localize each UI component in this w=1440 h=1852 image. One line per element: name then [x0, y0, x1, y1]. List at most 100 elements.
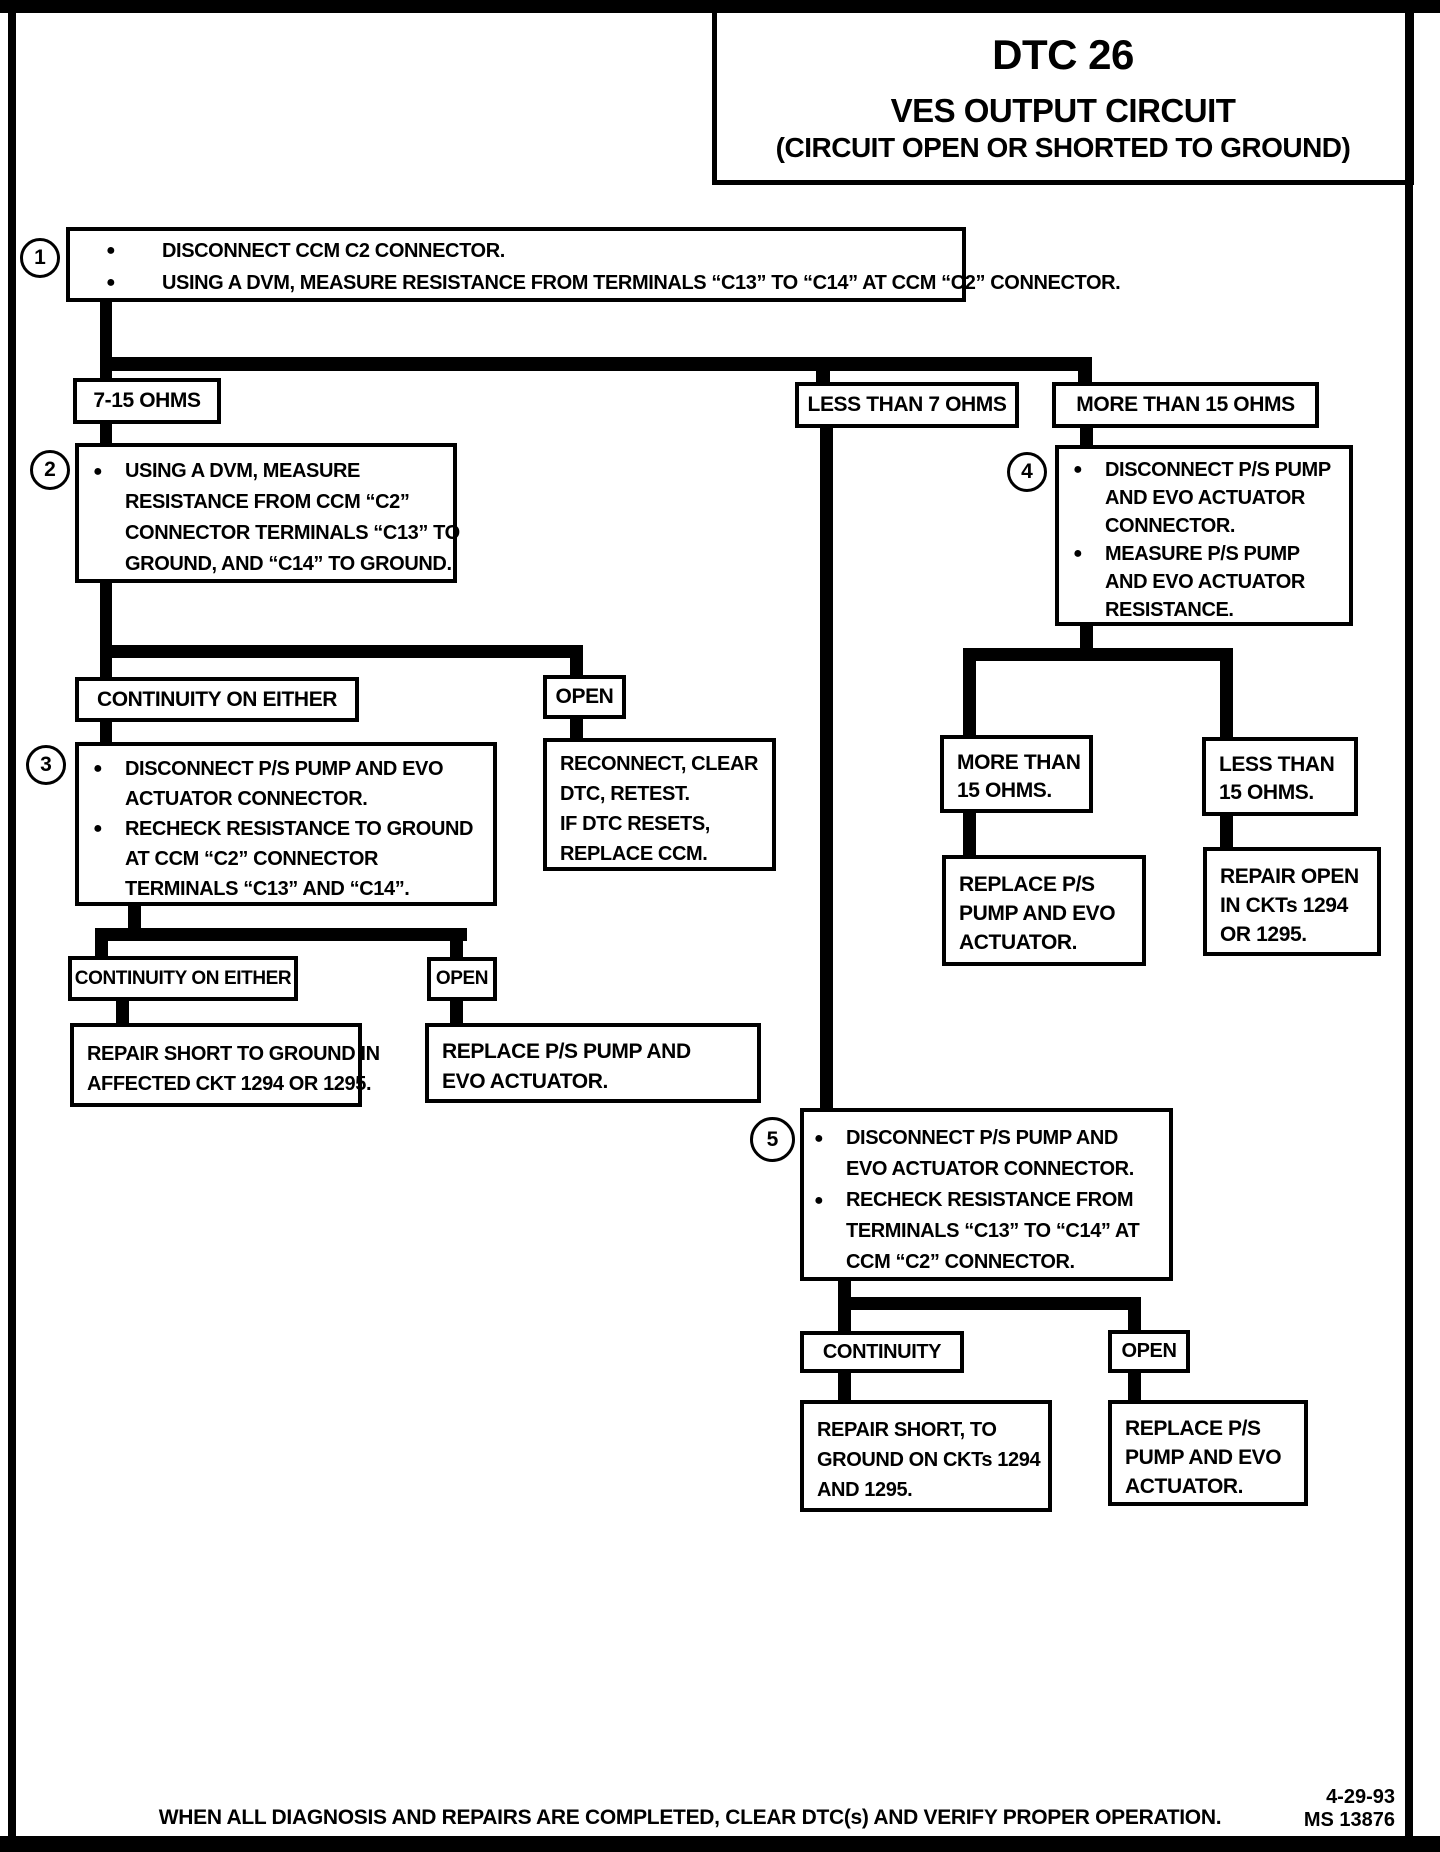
repair-open-line: REPAIR OPEN	[1220, 865, 1359, 888]
title-line2: (CIRCUIT OPEN OR SHORTED TO GROUND)	[775, 132, 1351, 163]
step-number-1: 1	[20, 238, 60, 278]
step2-line: RESISTANCE FROM CCM “C2”	[125, 491, 410, 513]
repair-open-ckts-box: REPAIR OPEN IN CKTs 1294 OR 1295.	[1203, 847, 1381, 956]
less15-result-line: LESS THAN	[1219, 753, 1335, 776]
step3-line: TERMINALS “C13” AND “C14”.	[125, 878, 410, 900]
step3-box: DISCONNECT P/S PUMP AND EVO ACTUATOR CON…	[75, 742, 497, 906]
step3-line: DISCONNECT P/S PUMP AND EVO	[93, 754, 485, 784]
repair-short-ground-box-2: REPAIR SHORT, TO GROUND ON CKTs 1294 AND…	[800, 1400, 1052, 1512]
connector-line	[816, 357, 830, 385]
replace-pump-evo-box-1: REPLACE P/S PUMP AND EVO ACTUATOR.	[425, 1023, 761, 1103]
page-border-bottom	[0, 1836, 1440, 1852]
step5-box: DISCONNECT P/S PUMP AND EVO ACTUATOR CON…	[800, 1108, 1173, 1281]
step4-line: AND EVO ACTUATOR	[1105, 487, 1305, 509]
replace-pump-line: REPLACE P/S	[959, 873, 1095, 896]
step-number-4: 4	[1007, 452, 1047, 492]
page-border-top	[0, 0, 1440, 13]
reconnect-line: RECONNECT, CLEAR	[560, 753, 759, 775]
label-open-1-text: OPEN	[555, 685, 614, 708]
label-continuity-3: CONTINUITY	[800, 1331, 964, 1373]
connector-line	[1080, 426, 1093, 448]
connector-line	[820, 426, 833, 1111]
connector-line	[100, 300, 112, 364]
step5-line: TERMINALS “C13” TO “C14” AT	[846, 1220, 1140, 1242]
replace-pump-line: REPLACE P/S PUMP AND	[442, 1040, 691, 1063]
step-number-3-text: 3	[40, 753, 52, 776]
reconnect-replace-ccm-box: RECONNECT, CLEAR DTC, RETEST. IF DTC RES…	[543, 738, 776, 871]
step4-box: DISCONNECT P/S PUMP AND EVO ACTUATOR CON…	[1055, 445, 1353, 626]
connector-line	[963, 648, 1233, 661]
connector-line	[963, 648, 976, 738]
connector-line	[116, 998, 129, 1026]
repair-open-line: IN CKTs 1294	[1220, 894, 1348, 917]
step5-line: EVO ACTUATOR CONNECTOR.	[846, 1158, 1134, 1180]
step1-box: DISCONNECT CCM C2 CONNECTOR. USING A DVM…	[66, 227, 1121, 302]
label-continuity-3-text: CONTINUITY	[822, 1340, 942, 1363]
step3-line: AT CCM “C2” CONNECTOR	[125, 848, 379, 870]
connector-line	[95, 928, 108, 960]
step-number-3: 3	[26, 745, 66, 785]
step4-line: CONNECTOR.	[1105, 515, 1236, 537]
page-border-right	[1405, 0, 1413, 1852]
step4-line: RESISTANCE.	[1105, 599, 1234, 621]
label-open-3: OPEN	[1108, 1330, 1190, 1373]
replace-pump-line: ACTUATOR.	[1125, 1475, 1244, 1498]
connector-line	[838, 1371, 851, 1403]
replace-pump-line: PUMP AND EVO	[1125, 1446, 1282, 1469]
connector-line	[1220, 648, 1233, 740]
replace-pump-line: REPLACE P/S	[1125, 1417, 1261, 1440]
label-more-than-15-ohms-text: MORE THAN 15 OHMS	[1076, 393, 1295, 416]
repair-short2-line: AND 1295.	[817, 1479, 913, 1501]
step5-line: RECHECK RESISTANCE FROM	[814, 1185, 1161, 1216]
label-open-1: OPEN	[543, 675, 626, 719]
label-more-than-15-ohms-result: MORE THAN 15 OHMS.	[940, 735, 1093, 813]
replace-pump-line: PUMP AND EVO	[959, 902, 1116, 925]
more15-result-line: MORE THAN	[957, 751, 1081, 774]
dtc-code: DTC 26	[992, 31, 1134, 78]
replace-pump-evo-box-2: REPLACE P/S PUMP AND EVO ACTUATOR.	[942, 855, 1146, 966]
label-continuity-on-either-2: CONTINUITY ON EITHER	[68, 956, 298, 1001]
label-more-than-15-ohms: MORE THAN 15 OHMS	[1052, 382, 1319, 428]
step1-bullet-1: DISCONNECT CCM C2 CONNECTOR.	[106, 235, 954, 267]
label-open-3-text: OPEN	[1121, 1340, 1177, 1362]
label-open-2-text: OPEN	[435, 968, 489, 989]
step5-line: CCM “C2” CONNECTOR.	[846, 1251, 1075, 1273]
step2-line: GROUND, AND “C14” TO GROUND.	[125, 553, 452, 575]
footer-note: WHEN ALL DIAGNOSIS AND REPAIRS ARE COMPL…	[158, 1806, 1222, 1829]
replace-pump-line: ACTUATOR.	[959, 931, 1078, 954]
title-box: DTC 26 VES OUTPUT CIRCUIT (CIRCUIT OPEN …	[712, 6, 1414, 185]
step2-box: USING A DVM, MEASURE RESISTANCE FROM CCM…	[75, 443, 460, 583]
step-number-1-text: 1	[34, 246, 46, 269]
connector-line	[1220, 814, 1233, 850]
step5-line: DISCONNECT P/S PUMP AND	[814, 1123, 1161, 1154]
label-continuity-on-either-1-text: CONTINUITY ON EITHER	[96, 687, 338, 711]
reconnect-line: IF DTC RESETS,	[560, 813, 710, 835]
label-continuity-on-either-2-text: CONTINUITY ON EITHER	[74, 967, 292, 989]
connector-line	[963, 811, 976, 858]
step-number-2: 2	[30, 450, 70, 490]
connector-line	[100, 357, 1092, 371]
connector-line	[450, 999, 463, 1026]
replace-pump-evo-box-3: REPLACE P/S PUMP AND EVO ACTUATOR.	[1108, 1400, 1308, 1506]
step2-line: CONNECTOR TERMINALS “C13” TO	[125, 522, 460, 544]
footer-reference: 4-29-93 MS 13876	[1255, 1786, 1395, 1832]
step1-bullet-2: USING A DVM, MEASURE RESISTANCE FROM TER…	[106, 267, 1121, 299]
step-number-5: 5	[750, 1117, 795, 1162]
connector-line	[838, 1297, 851, 1334]
more15-result-line: 15 OHMS.	[957, 779, 1052, 802]
step4-line: MEASURE P/S PUMP	[1073, 540, 1341, 568]
connector-line	[100, 580, 112, 658]
connector-line	[1128, 1371, 1141, 1403]
connector-line	[450, 928, 463, 961]
step-number-4-text: 4	[1021, 460, 1033, 483]
step4-line: DISCONNECT P/S PUMP	[1073, 456, 1341, 484]
reconnect-line: REPLACE CCM.	[560, 843, 708, 865]
page-border-left	[8, 0, 16, 1852]
replace-pump-line: EVO ACTUATOR.	[442, 1070, 608, 1093]
reconnect-line: DTC, RETEST.	[560, 783, 690, 805]
repair-short2-line: REPAIR SHORT, TO	[817, 1419, 997, 1441]
footer-ref-number: MS 13876	[1303, 1809, 1395, 1831]
connector-line	[95, 928, 467, 941]
step4-line: AND EVO ACTUATOR	[1105, 571, 1305, 593]
